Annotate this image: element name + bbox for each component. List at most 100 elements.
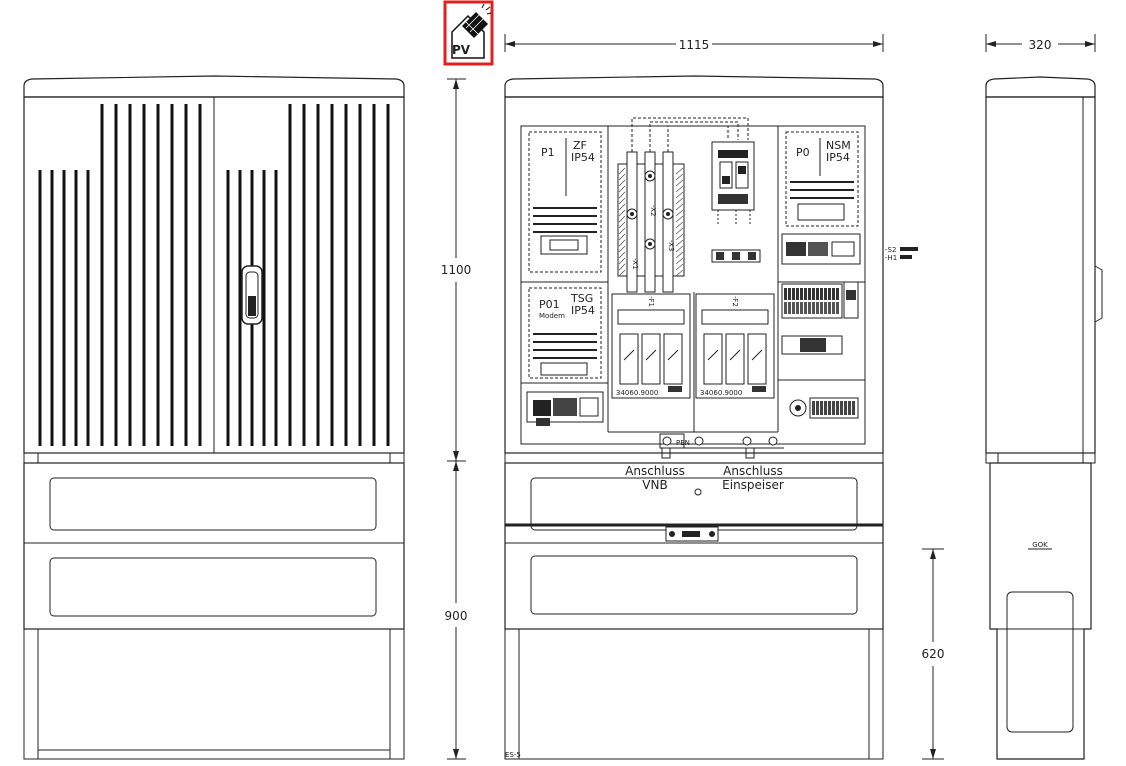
side-terminal-labels: -S2 -H1 [885,246,918,262]
terminal [820,401,823,415]
label-x3: -X3 [667,240,675,251]
terminal [812,288,815,300]
connection-einspeiser-line1: Anschluss [723,464,783,478]
terminal [824,401,827,415]
terminal [812,302,815,314]
vent-slots-left-door [38,104,202,446]
vent-slots-right-door [226,104,390,446]
hatch-line [675,191,684,199]
hatch-line [618,227,626,235]
mounting-plate [520,125,866,445]
din-rail-modules-left [526,391,604,426]
panel-p01-modem: Modem [539,312,565,320]
panel-p1-zf: ZF [573,139,587,152]
panel-p01-name: P01 [539,298,560,311]
label-h1: -H1 [885,254,897,262]
terminal [812,401,815,415]
terminal [816,288,819,300]
panel-p1: P1 ZF IP54 [528,131,602,273]
label-s2: -S2 [885,246,896,254]
terminal [832,302,835,314]
hatch-line [618,263,626,271]
hatch-line [675,233,684,241]
panel-p01: P01 Modem TSG IP54 [528,287,602,379]
hatch-line [675,179,684,187]
nh1-model: 34060.9000 [616,389,658,397]
hatch-line [618,173,626,181]
terminal [796,302,799,314]
terminal [828,288,831,300]
hatch-line [675,239,684,247]
hatch-line [618,191,626,199]
hatch-line [618,203,626,211]
hatch-line [675,221,684,229]
dashed-wiring [631,117,749,152]
hatch-line [618,179,626,187]
base-section-center [504,462,884,630]
terminal [836,401,839,415]
label-x2: -X2 [649,205,657,216]
terminal [844,401,847,415]
side-upper-housing [985,96,1096,454]
connection-vnb-line2: VNB [642,478,667,492]
terminal [800,288,803,300]
panel-p0-ip: IP54 [826,151,850,164]
side-base [989,462,1092,760]
dim-height-upper-label: 1100 [441,263,472,277]
terminal [800,302,803,314]
terminal-block-x [711,210,761,263]
terminal [836,302,839,314]
panel-p0-name: P0 [796,146,810,159]
hatch-line [675,203,684,211]
terminal [816,302,819,314]
connection-einspeiser-line2: Einspeiser [722,478,784,492]
hatch-line [675,167,684,175]
side-view: GOK [985,76,1103,760]
hatch-line [618,245,626,253]
panel-p01-tsg: TSG [570,292,593,305]
terminal [820,302,823,314]
terminal [816,401,819,415]
nh-switch-disconnector-2: 34060.9000 -F2 [695,293,775,399]
terminal [828,401,831,415]
rcd-module [711,141,755,211]
label-f2: -F2 [731,296,739,307]
hatch-line [618,269,626,277]
panel-p1-name: P1 [541,146,555,159]
panel-p01-ip: IP54 [571,304,595,317]
hatch-line [675,269,684,277]
hatch-line [618,251,626,259]
terminal [784,302,787,314]
dim-width-label: 1115 [679,38,710,52]
hatch-line [618,197,626,205]
terminal [804,288,807,300]
panel-p0: P0 NSM IP54 [785,131,859,227]
dim-base-label: 620 [922,647,945,661]
terminal [848,401,851,415]
panel-p1-ip: IP54 [571,151,595,164]
terminal [804,302,807,314]
ground-level-label: GOK [1032,541,1048,549]
hatch-line [675,245,684,253]
footer-code: ES-5 [505,751,521,759]
terminal [808,302,811,314]
terminal [824,302,827,314]
hatch-line [675,185,684,193]
hatch-line [675,257,684,265]
label-x1: -X1 [631,258,639,269]
terminal [808,288,811,300]
terminal [788,288,791,300]
base-section-left [23,462,405,630]
hatch-line [675,173,684,181]
terminal [840,401,843,415]
hatch-line [618,209,626,217]
hatch-line [618,257,626,265]
nh2-model: 34060.9000 [700,389,742,397]
dimension-vertical-main: 1100 900 [441,78,472,760]
terminal [792,288,795,300]
right-terminal-modules [781,233,861,419]
hatch-line [618,233,626,241]
terminal [792,302,795,314]
terminal [828,302,831,314]
terminal [852,401,855,415]
